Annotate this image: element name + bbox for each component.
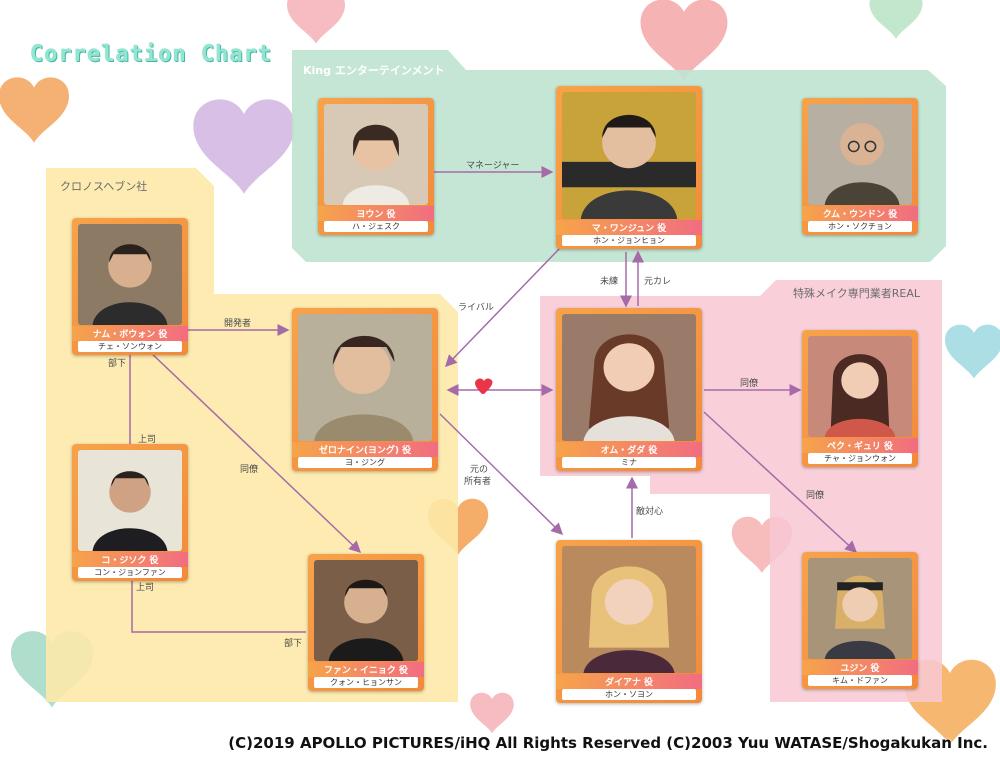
rel-tekitaishin: 敵対心 [636,507,664,517]
actor-label: ホン・ソクチョン [808,221,912,232]
actor-label: クォン・ヒョンサン [314,677,418,688]
card-om-dada[interactable]: オム・ダダ 役 ミナ [556,308,702,471]
role-label: オム・ダダ 役 [556,442,702,457]
rel-douryou3: 同僚 [806,491,825,501]
actor-label: キム・ドファン [808,675,912,686]
rel-joushi1: 上司 [138,435,157,445]
portrait-image [78,224,182,325]
role-label: ナム・ボウォン 役 [72,326,188,341]
actor-label: ヨ・ジング [298,457,432,468]
portrait-image [324,104,428,205]
actor-label: ホン・ジョンヒョン [562,235,696,246]
portrait-image [808,558,912,659]
actor-label: ミナ [562,457,696,468]
copyright-notice: (C)2019 APOLLO PICTURES/iHQ All Rights R… [228,734,988,752]
portrait-image [298,314,432,441]
love-heart-icon [475,378,493,394]
portrait-image [78,450,182,551]
rel-douryou2: 同僚 [740,379,759,389]
card-paek[interactable]: ペク・ギュリ 役 チャ・ジョンウォン [802,330,918,467]
card-zero-nine[interactable]: ゼロナイン(ヨング) 役 ヨ・ジング [292,308,438,471]
role-label: ゼロナイン(ヨング) 役 [292,442,438,457]
actor-label: ホン・ソヨン [562,689,696,700]
card-ma-wanjun[interactable]: マ・ワンジュン 役 ホン・ジョンヒョン [556,86,702,249]
rel-kaihatsusha: 開発者 [224,319,252,329]
chart-title: Correlation Chart [30,42,273,67]
arrow-moto-owner [439,413,564,536]
role-label: マ・ワンジュン 役 [556,220,702,235]
rel-manager: マネージャー [466,161,520,171]
portrait-image [808,336,912,437]
rel-motokare: 元カレ [644,277,672,287]
card-diana[interactable]: ダイアナ 役 ホン・ソヨン [556,540,702,703]
actor-label: ハ・ジェスク [324,221,428,232]
arrow-douryou3 [703,411,858,554]
rel-joushi2: 上司 [136,583,155,593]
actor-label: チャ・ジョンウォン [808,453,912,464]
role-label: コ・ジソク 役 [72,552,188,567]
portrait-image [562,92,696,219]
card-kum[interactable]: クム・ウンドン 役 ホン・ソクチョン [802,98,918,235]
card-fan[interactable]: ファン・イニョク 役 クォン・ヒョンサン [308,554,424,691]
arrow-rival [444,247,561,368]
role-label: クム・ウンドン 役 [802,206,918,221]
card-nam[interactable]: ナム・ボウォン 役 チェ・ソンウォン [72,218,188,355]
actor-label: チェ・ソンウォン [78,341,182,352]
portrait-image [562,314,696,441]
portrait-image [562,546,696,673]
rel-buka1: 部下 [108,359,127,369]
line-joushi-buka [131,574,306,633]
role-label: ヨウン 役 [318,206,434,221]
card-yujin[interactable]: ユジン 役 キム・ドファン [802,552,918,689]
rel-rival: ライバル [458,303,494,313]
portrait-image [314,560,418,661]
role-label: ペク・ギュリ 役 [802,438,918,453]
group-label-chronos: クロノスヘブン社 [60,180,148,193]
portrait-image [808,104,912,205]
role-label: ダイアナ 役 [556,674,702,689]
card-youn[interactable]: ヨウン 役 ハ・ジェスク [318,98,434,235]
rel-miren: 未練 [600,277,619,287]
rel-moto-owner-2: 所有者 [464,477,492,487]
arrow-douryou1 [147,349,362,554]
rel-douryou1: 同僚 [240,465,259,475]
group-label-real: 特殊メイク専門業者REAL [793,287,921,300]
rel-buka2: 部下 [284,639,303,649]
role-label: ユジン 役 [802,660,918,675]
role-label: ファン・イニョク 役 [308,662,424,677]
rel-moto-owner-1: 元の [470,465,489,475]
card-ko[interactable]: コ・ジソク 役 コン・ジョンファン [72,444,188,581]
group-label-king: King エンターテインメント [303,64,445,77]
actor-label: コン・ジョンファン [78,567,182,578]
